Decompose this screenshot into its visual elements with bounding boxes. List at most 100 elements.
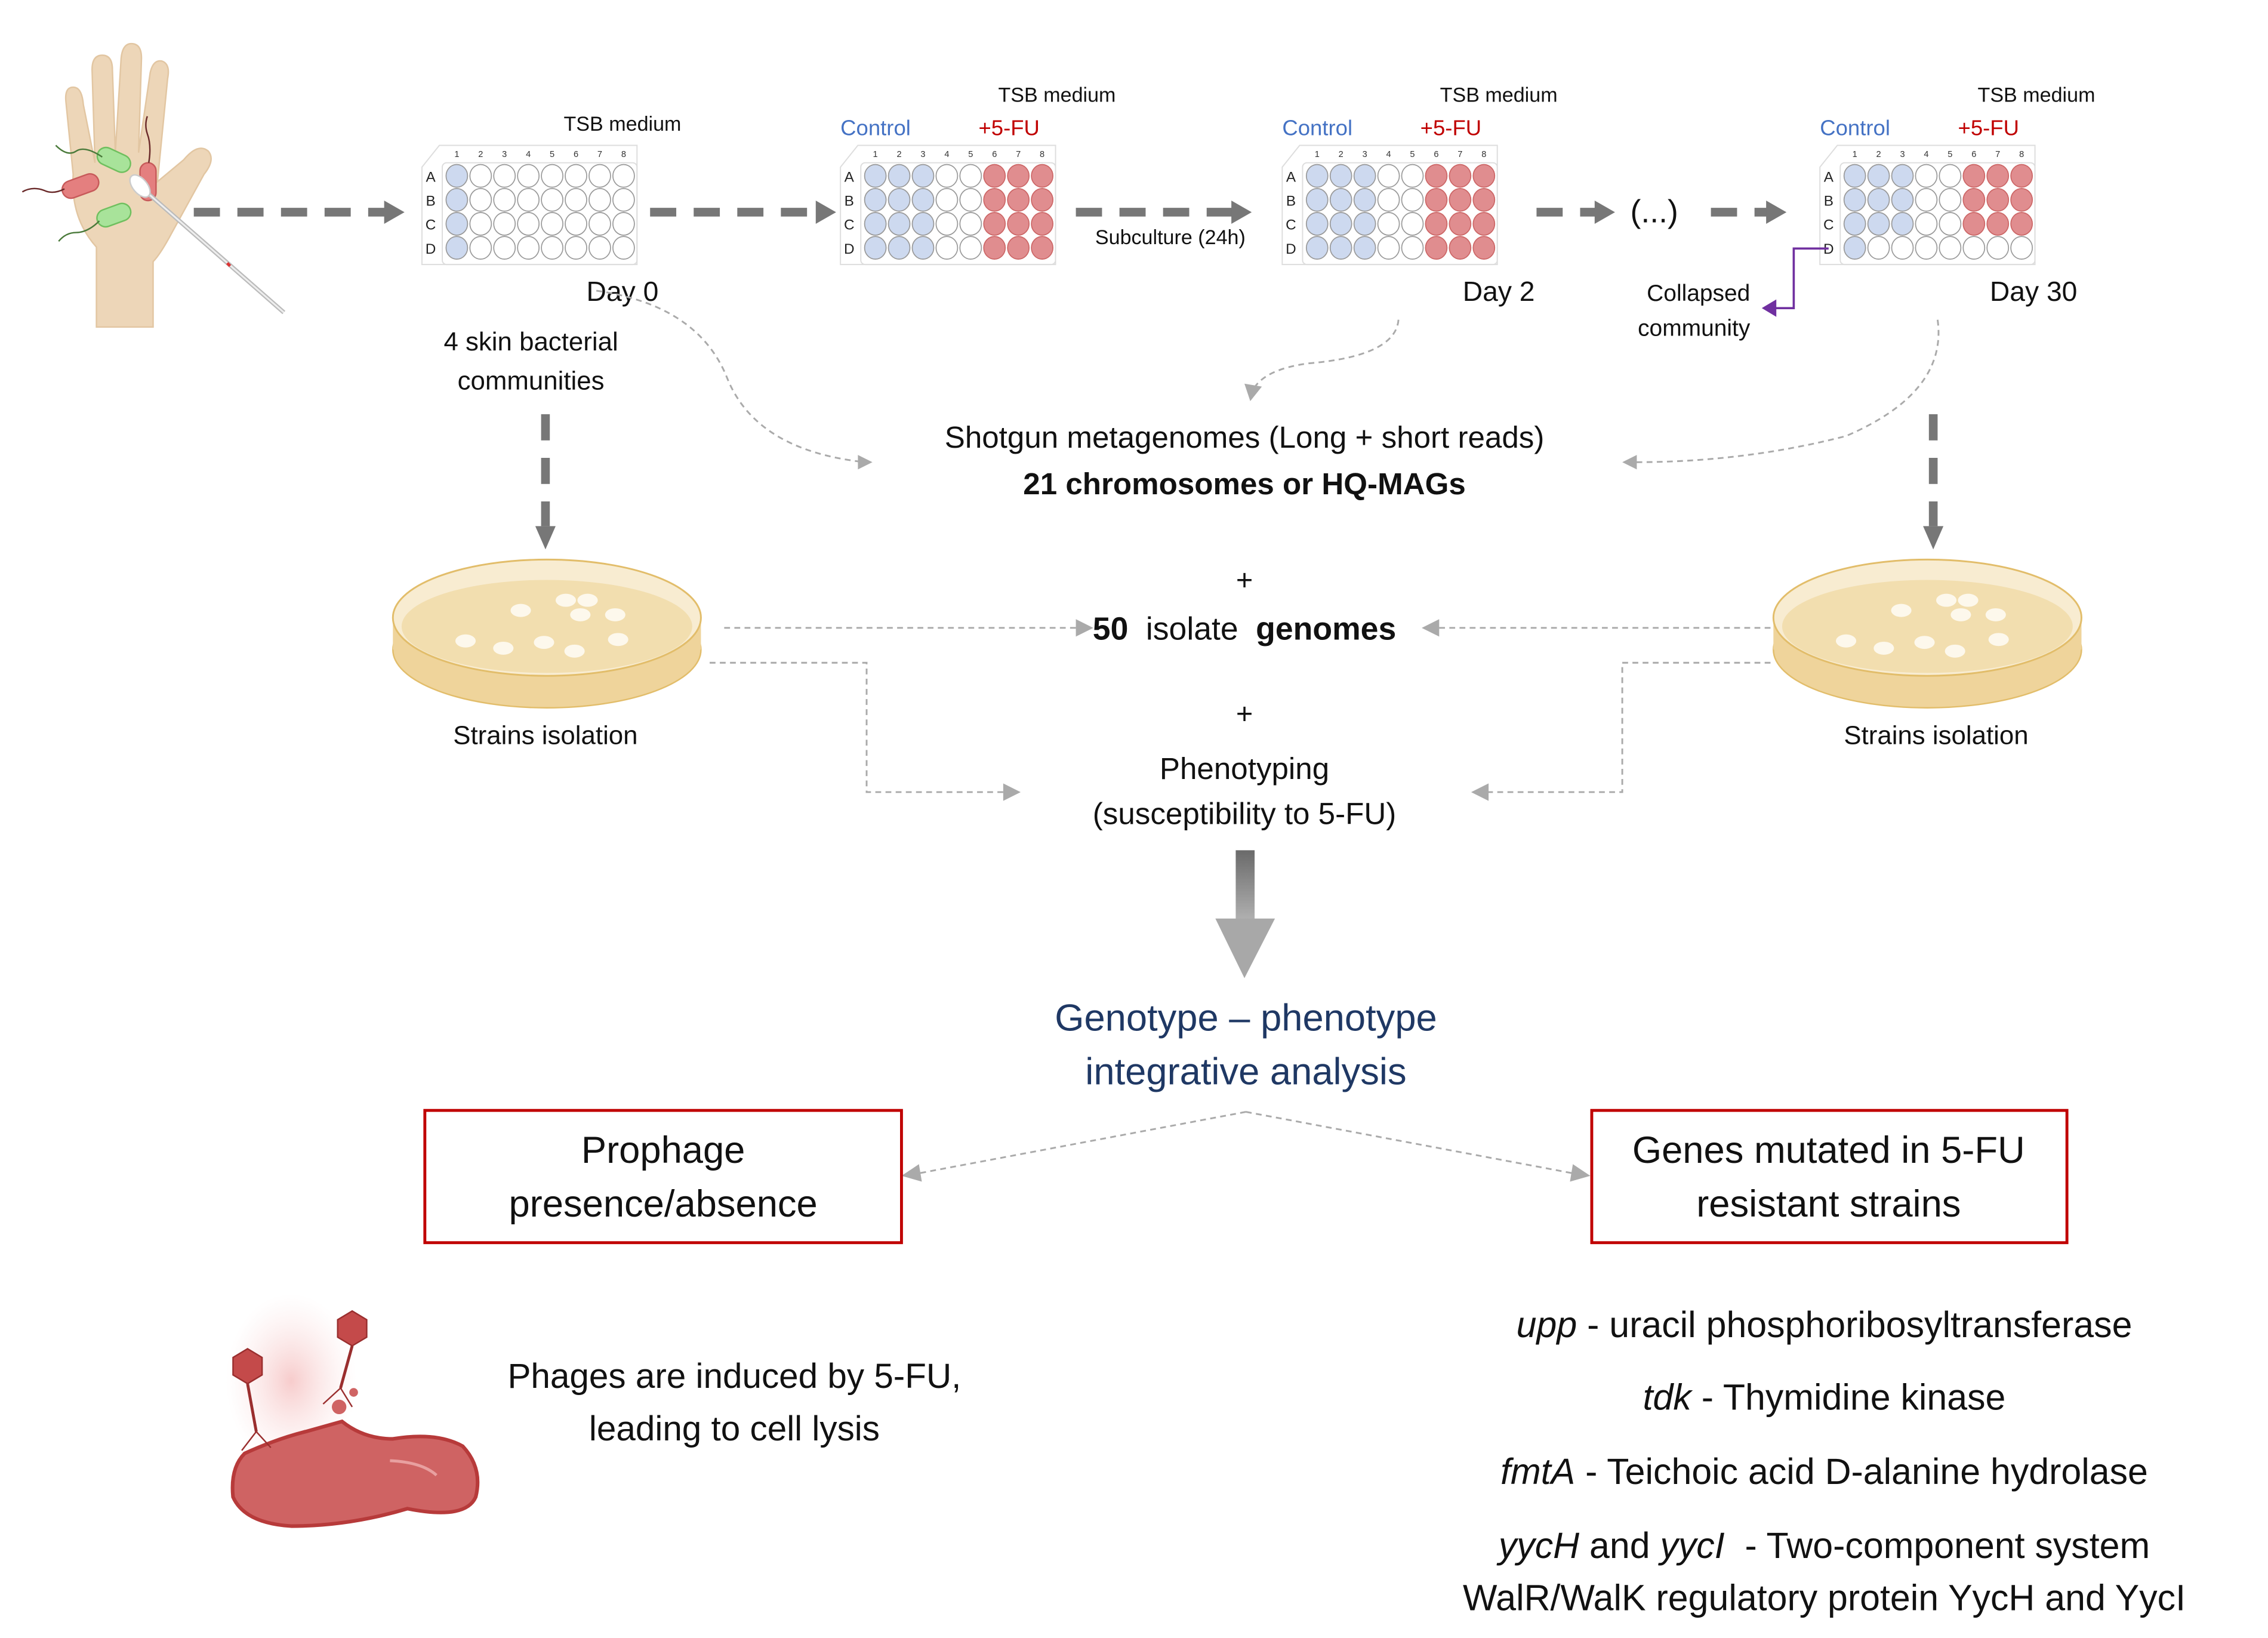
- column-label: 3: [1363, 150, 1367, 159]
- row-label: B: [1286, 193, 1296, 210]
- column-label: 6: [992, 150, 997, 159]
- day-label: Day 2: [1463, 276, 1535, 307]
- arrow-head-icon: [1244, 383, 1262, 401]
- well-B7-fu: [1986, 187, 2010, 212]
- gene-item: fmtA - Teichoic acid D-alanine hydrolase: [1500, 1451, 2148, 1492]
- plus-sign-2: +: [1236, 698, 1253, 731]
- arrow-head-icon: [1422, 619, 1440, 637]
- well-A8-fu: [1472, 164, 1496, 188]
- colony-icon: [493, 641, 514, 655]
- well-B3-control: [911, 187, 935, 212]
- well-A7-empty: [588, 164, 611, 188]
- gene-item-continuation: WalR/WalK regulatory protein YycH and Yy…: [1463, 1578, 2186, 1618]
- phage-lysis-illustration: [226, 1293, 480, 1528]
- well-A7-fu: [1986, 164, 2010, 188]
- collapsed-community-annotation: Collapsed community: [1638, 247, 1829, 341]
- colony-icon: [1958, 593, 1979, 607]
- well-B4-empty: [517, 187, 540, 212]
- colony-icon: [608, 633, 628, 646]
- well-A7-fu: [1449, 164, 1472, 188]
- well-B4-empty: [935, 187, 959, 212]
- well-C4-empty: [517, 212, 540, 236]
- row-label: C: [844, 217, 855, 233]
- column-label: 4: [1386, 150, 1391, 159]
- plate-well-area: [1839, 162, 2036, 266]
- arrow-head-icon: [1594, 201, 1615, 224]
- well-A2-control: [1867, 164, 1890, 188]
- well-A5-empty: [1939, 164, 1962, 188]
- gene-item: tdk - Thymidine kinase: [1643, 1377, 2006, 1418]
- well-A1-control: [864, 164, 887, 188]
- plate-well-area: [1302, 162, 1498, 266]
- well-D5-empty: [959, 236, 982, 260]
- plate-medium-label: TSB medium: [1440, 84, 1558, 106]
- colony-icon: [605, 608, 625, 621]
- well-C4-empty: [935, 212, 959, 236]
- well-D4-empty: [1377, 236, 1400, 260]
- well-D5-empty: [1401, 236, 1424, 260]
- colony-icon: [510, 604, 531, 617]
- column-label: 5: [1410, 150, 1415, 159]
- metagenomes-line1: Shotgun metagenomes (Long + short reads): [945, 420, 1545, 454]
- well-C6-fu: [983, 212, 1006, 236]
- well-C2-empty: [469, 212, 492, 236]
- well-B4-empty: [1377, 187, 1400, 212]
- row-label: A: [1824, 169, 1834, 185]
- row-label: C: [426, 217, 436, 233]
- bacteria-icon: [21, 116, 157, 242]
- column-label: 5: [550, 150, 554, 159]
- fu-label: +5-FU: [978, 115, 1039, 140]
- arrow-head-icon: [1003, 783, 1021, 801]
- collapsed-label-line1: Collapsed: [1647, 281, 1750, 306]
- column-label: 3: [920, 150, 925, 159]
- lysis-glow: [226, 1293, 357, 1468]
- colony-icon: [1950, 608, 1971, 621]
- row-label: C: [1823, 217, 1834, 233]
- gene-item: yycH and yycI - Two-component system: [1496, 1525, 2150, 1566]
- well-B1-control: [445, 187, 469, 212]
- day0-subtitle-line1: 4 skin bacterial: [443, 327, 618, 356]
- column-label: 3: [1900, 150, 1905, 159]
- well-B1-control: [1305, 187, 1329, 212]
- prophage-box-line2: presence/absence: [509, 1183, 817, 1225]
- ellipsis-label: (...): [1631, 195, 1678, 230]
- well-A3-control: [1353, 164, 1376, 188]
- well-B2-control: [1867, 187, 1890, 212]
- gene-desc: - Teichoic acid D-alanine hydrolase: [1575, 1451, 2148, 1492]
- column-label: 3: [502, 150, 507, 159]
- metagenome-connectors: [596, 290, 1940, 470]
- genes-box-line2: resistant strains: [1696, 1183, 1961, 1225]
- row-label: A: [845, 169, 855, 185]
- well-B8-fu: [1031, 187, 1053, 212]
- well-D7-empty: [1986, 236, 2010, 260]
- gene-and: and: [1579, 1525, 1660, 1566]
- well-B8-empty: [612, 187, 635, 212]
- well-B7-empty: [588, 187, 611, 212]
- column-label: 7: [1016, 150, 1021, 159]
- lysis-droplet: [332, 1399, 347, 1415]
- row-label: A: [426, 169, 436, 185]
- colony-icon: [564, 644, 585, 658]
- well-C8-fu: [1472, 212, 1496, 236]
- well-C5-empty: [1401, 212, 1424, 236]
- well-C3-control: [911, 212, 935, 236]
- well-D1-control: [445, 236, 469, 260]
- isolate-word: isolate: [1146, 611, 1238, 646]
- column-label: 1: [1315, 150, 1320, 159]
- well-D1-control: [1305, 236, 1329, 260]
- row-label: D: [1286, 241, 1296, 257]
- well-D2-control: [888, 236, 911, 260]
- well-C7-fu: [1449, 212, 1472, 236]
- connector-day30-to-metagenomes: [1635, 319, 1940, 463]
- well-A1-control: [1843, 164, 1866, 188]
- metagenomes-line2: 21 chromosomes or HQ-MAGs: [1023, 467, 1466, 501]
- colony-icon: [1988, 633, 2009, 646]
- arrow-head-icon: [1622, 455, 1637, 470]
- well-C1-control: [864, 212, 887, 236]
- petri-dish-right-icon: [1772, 558, 2082, 709]
- bacterial-cell-icon: [230, 1419, 480, 1528]
- well-B1-control: [864, 187, 887, 212]
- column-label: 2: [478, 150, 483, 159]
